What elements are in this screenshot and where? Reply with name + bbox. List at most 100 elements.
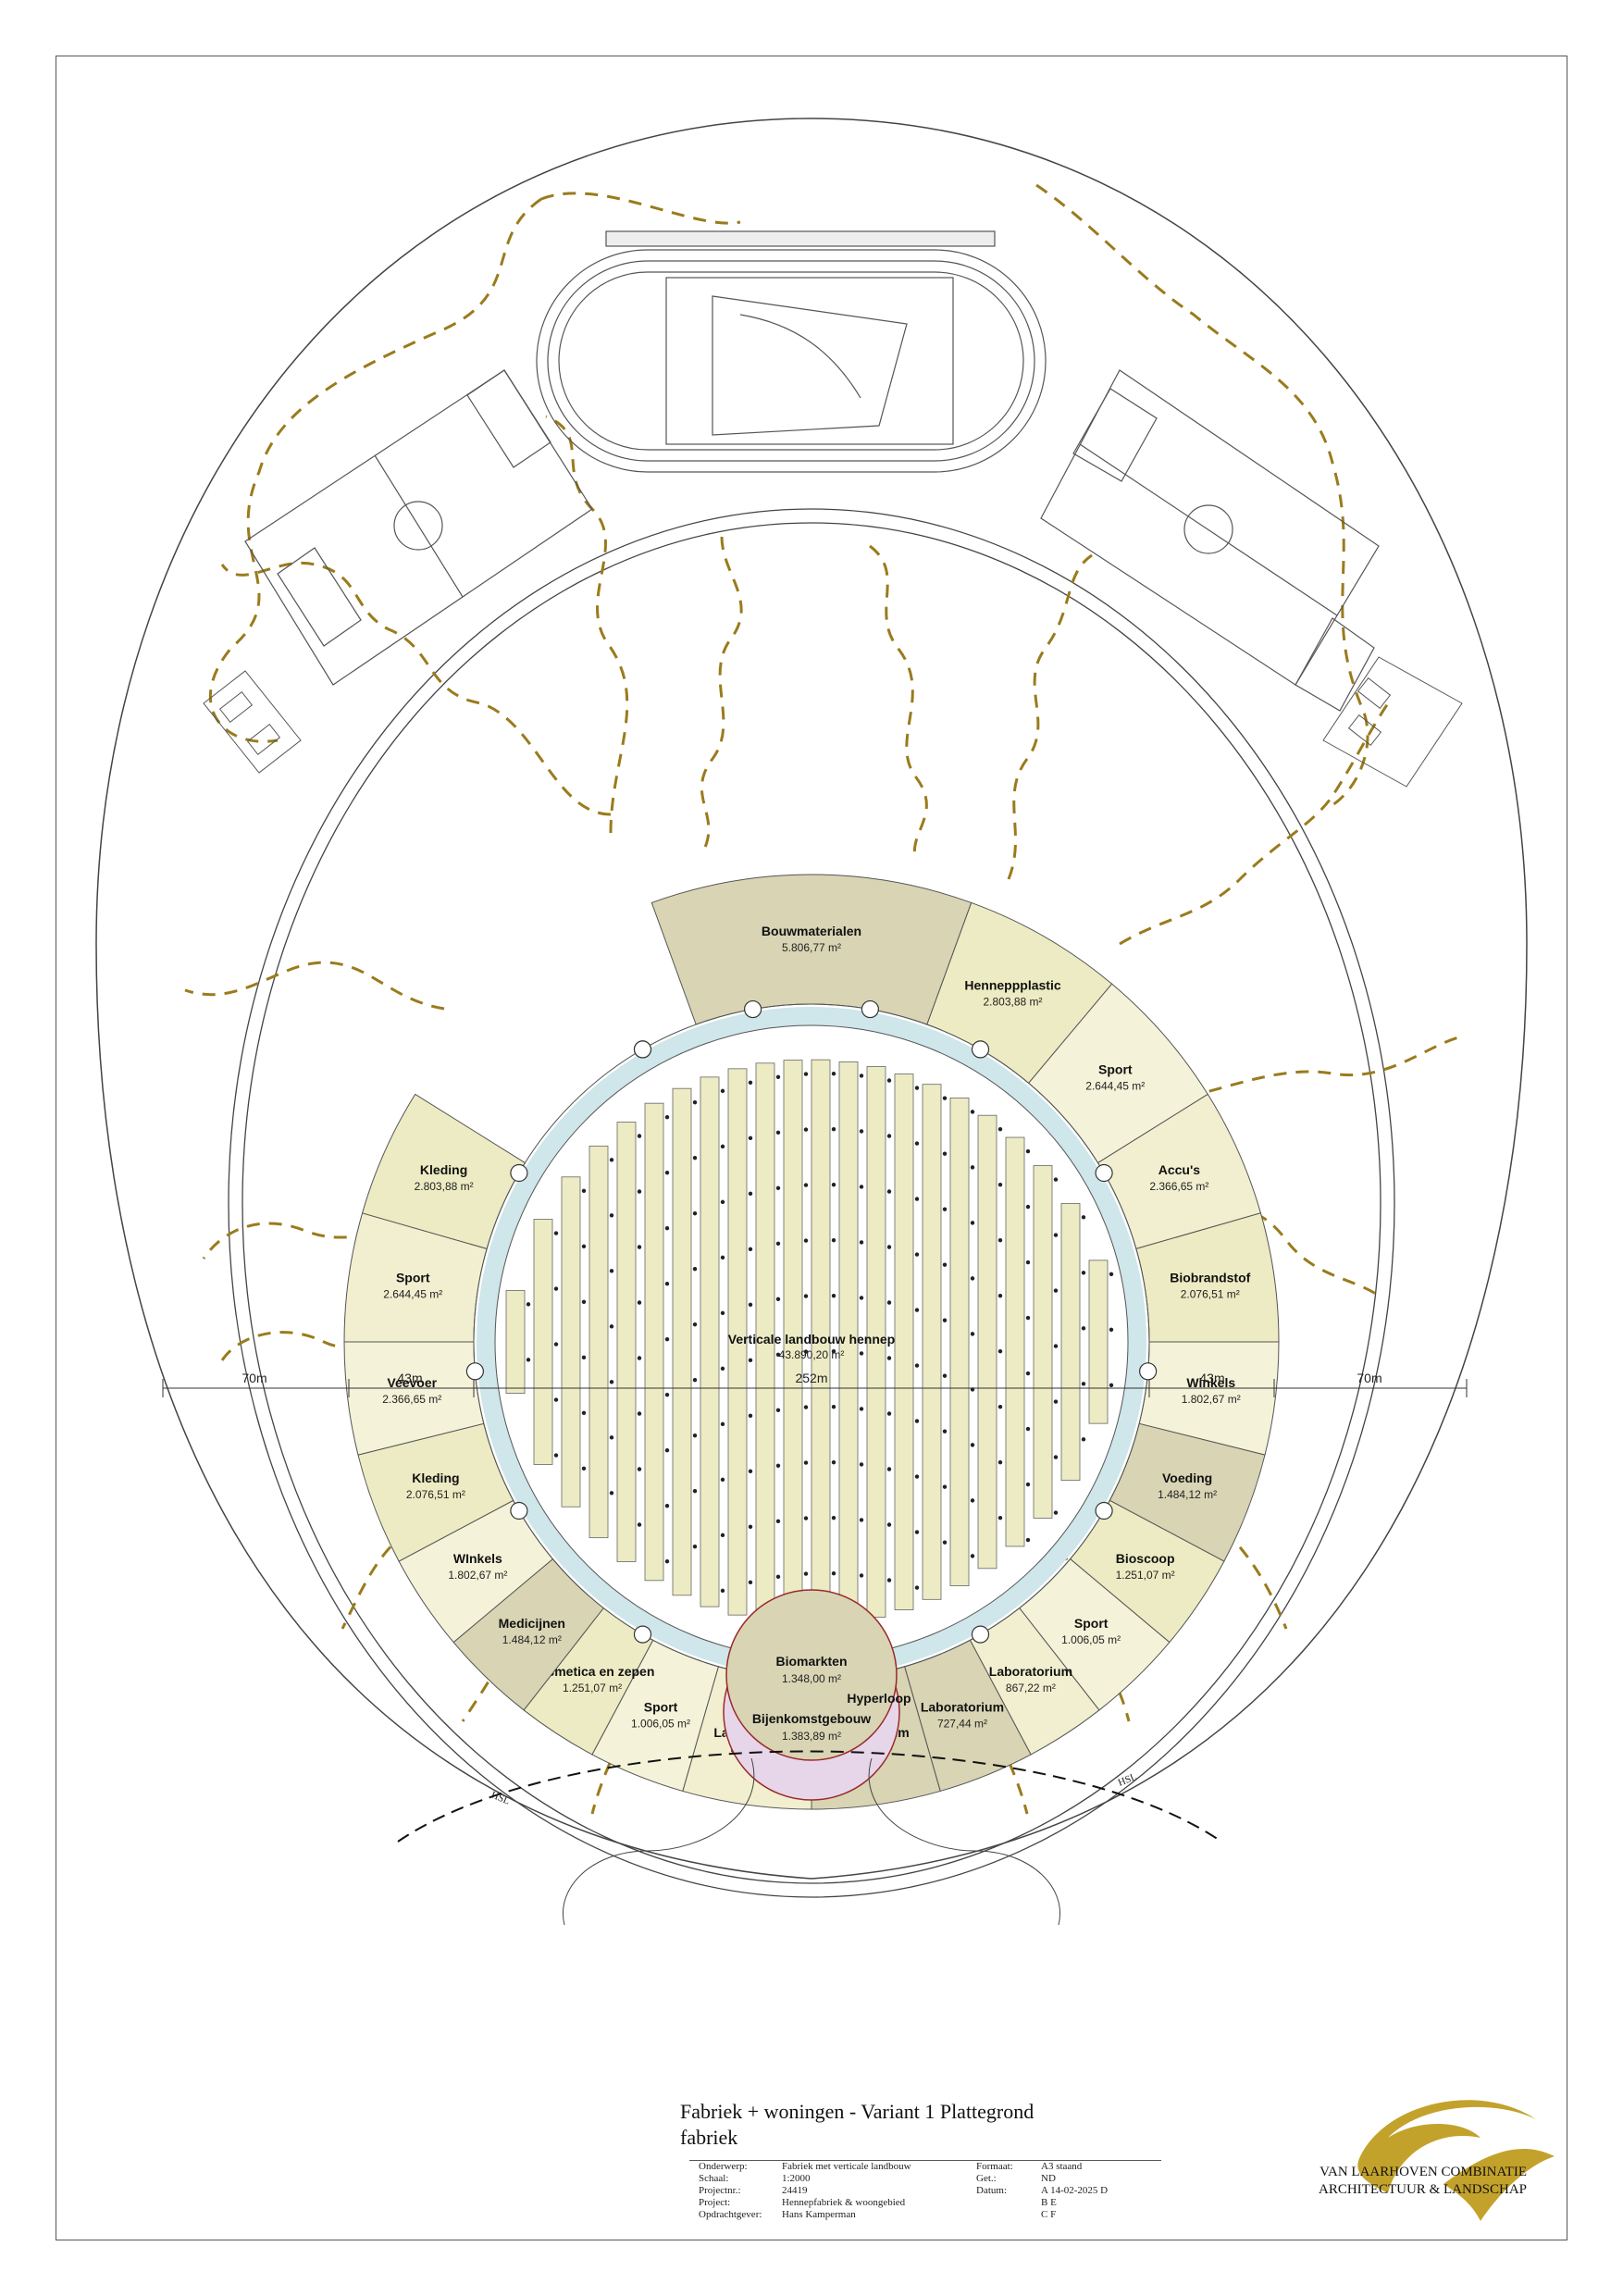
- farm-column: [609, 1158, 614, 1162]
- farm-column: [692, 1322, 698, 1327]
- title-block-cell: Onderwerp:: [699, 2161, 748, 2172]
- farm-column: [1081, 1382, 1086, 1386]
- farm-column: [775, 1408, 781, 1413]
- title-block-cell: Projectnr.:: [699, 2185, 741, 2196]
- title-block-cell: Fabriek met verticale landbouw: [782, 2161, 911, 2172]
- farm-column: [997, 1459, 1003, 1465]
- farm-strip: [727, 1068, 748, 1616]
- farm-column: [914, 1530, 920, 1534]
- farm-column: [859, 1185, 864, 1189]
- dimension-line: [162, 1379, 1468, 1397]
- farm-column: [1025, 1204, 1031, 1210]
- farm-strip: [672, 1087, 692, 1596]
- farm-column: [970, 1498, 975, 1503]
- title-block-cell: ND: [1041, 2173, 1056, 2184]
- farm-column: [637, 1356, 642, 1360]
- farm-column: [637, 1189, 642, 1194]
- company-line-1: VAN LAARHOVEN COMBINATIE: [1319, 2165, 1527, 2179]
- segment-label: Laboratorium: [921, 1699, 1004, 1714]
- station-node: [510, 1163, 528, 1183]
- title-block-cell: Opdrachtgever:: [699, 2209, 762, 2220]
- title-line-1: Fabriek + woningen - Variant 1 Plattegro…: [680, 2100, 1035, 2123]
- station-node: [1095, 1163, 1113, 1183]
- farm-column: [997, 1515, 1003, 1520]
- farm-strip: [644, 1102, 664, 1582]
- farm-column: [637, 1300, 642, 1305]
- segment-label: Sport: [1074, 1616, 1109, 1631]
- farm-column: [526, 1302, 531, 1307]
- station-node: [861, 999, 879, 1019]
- title-block-cell: Formaat:: [976, 2161, 1013, 2172]
- title-block-cell: Hans Kamperman: [782, 2209, 856, 2220]
- farm-column: [1025, 1371, 1031, 1376]
- company-line-2: ARCHITECTUUR & LANDSCHAP: [1318, 2182, 1527, 2197]
- company-name: VAN LAARHOVEN COMBINATIE ARCHITECTUUR & …: [1212, 2164, 1527, 2199]
- segment-label: Veevoer: [387, 1375, 437, 1390]
- center-label: Verticale landbouw hennep: [728, 1332, 895, 1347]
- drawing-frame: [56, 56, 1567, 2240]
- farm-column: [775, 1297, 781, 1302]
- title-block-cell: [976, 2209, 1041, 2221]
- farm-column: [748, 1247, 753, 1252]
- segment-area: 1.802,67 m²: [448, 1569, 507, 1582]
- farm-column: [914, 1585, 920, 1590]
- farm-column: [831, 1404, 836, 1409]
- farm-column: [720, 1255, 725, 1260]
- farm-column: [886, 1300, 892, 1305]
- farm-column: [831, 1293, 836, 1298]
- station-node: [1095, 1501, 1113, 1520]
- farm-column: [637, 1134, 642, 1138]
- ring-road-outer: [228, 508, 1395, 1898]
- title-block-cell: Get.:: [976, 2173, 997, 2184]
- farm-column: [692, 1488, 698, 1494]
- farm-strip: [977, 1114, 997, 1570]
- farm-column: [609, 1491, 614, 1496]
- farm-column: [720, 1533, 725, 1538]
- farm-column: [831, 1237, 836, 1243]
- farm-column: [914, 1197, 920, 1201]
- farm-column: [720, 1144, 725, 1149]
- farm-column: [859, 1351, 864, 1356]
- farm-strip: [700, 1076, 720, 1607]
- farm-column: [1081, 1326, 1086, 1331]
- farm-strip: [1060, 1202, 1081, 1482]
- station-node: [465, 1362, 484, 1381]
- segment-label: Bouwmaterialen: [762, 924, 861, 938]
- farm-column: [692, 1544, 698, 1549]
- farm-column: [803, 1238, 809, 1243]
- segment-label: Laboratorium: [989, 1664, 1072, 1679]
- farm-column: [553, 1286, 559, 1291]
- farm-column: [803, 1516, 809, 1520]
- segment-area: 2.366,65 m²: [1149, 1180, 1208, 1193]
- segment-label: Voeding: [1162, 1471, 1212, 1485]
- farm-column: [775, 1074, 781, 1080]
- farm-column: [942, 1373, 948, 1378]
- title-block-cell: Datum:: [976, 2185, 1007, 2196]
- farm-column: [886, 1078, 892, 1083]
- farm-strip: [505, 1289, 526, 1395]
- farm-column: [914, 1474, 920, 1479]
- athletics-track: [536, 230, 1047, 473]
- dim-right-ring: 43m: [1199, 1371, 1224, 1385]
- farm-column: [748, 1136, 753, 1141]
- station-node: [971, 1625, 990, 1644]
- farm-column: [831, 1126, 836, 1132]
- farm-column: [664, 1114, 670, 1120]
- farm-column: [775, 1352, 781, 1358]
- farm-strip: [588, 1145, 609, 1539]
- farm-column: [997, 1293, 1003, 1298]
- ring-stations: [465, 999, 1158, 1644]
- farm-column: [664, 1225, 670, 1231]
- farm-column: [775, 1519, 781, 1524]
- farm-column: [942, 1484, 948, 1489]
- farm-column: [942, 1540, 948, 1545]
- segment-area: 1.006,05 m²: [631, 1717, 690, 1730]
- farm-column: [692, 1433, 698, 1438]
- segment-label: Cosmetica en zepen: [530, 1664, 655, 1679]
- farm-column: [637, 1522, 642, 1527]
- farm-column: [748, 1302, 753, 1308]
- farm-column: [803, 1294, 809, 1298]
- farm-column: [803, 1183, 809, 1187]
- segment-area: 1.802,67 m²: [1182, 1393, 1241, 1406]
- segment-area: 2.803,88 m²: [415, 1180, 474, 1193]
